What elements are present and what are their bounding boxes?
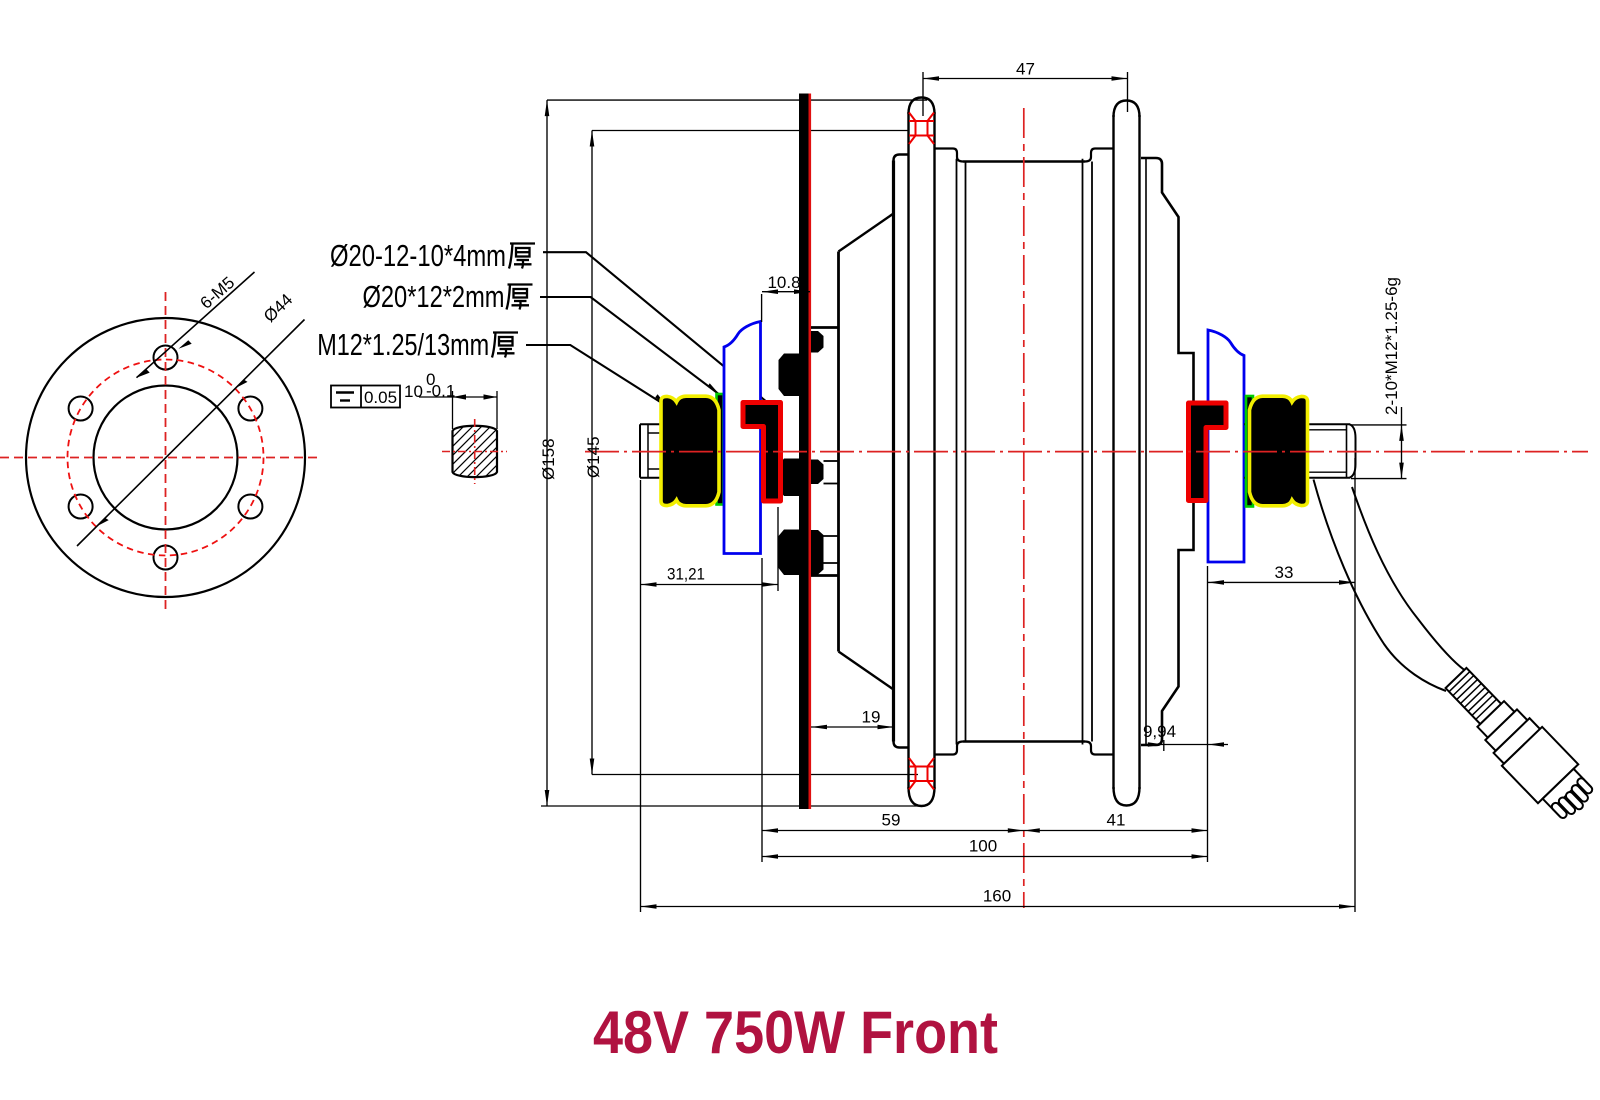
svg-text:33: 33 (1275, 563, 1294, 582)
svg-text:10.8: 10.8 (767, 273, 800, 292)
svg-text:41: 41 (1107, 811, 1126, 830)
svg-text:10: 10 (404, 382, 423, 401)
svg-text:59: 59 (882, 811, 901, 830)
svg-text:19: 19 (862, 708, 881, 727)
svg-text:9,94: 9,94 (1143, 722, 1176, 741)
svg-text:47: 47 (1016, 60, 1035, 79)
svg-text:2-10*M12*1.25-6g: 2-10*M12*1.25-6g (1382, 277, 1401, 415)
svg-text:100: 100 (969, 837, 997, 856)
svg-text:0.05: 0.05 (364, 388, 397, 407)
svg-text:Ø20-12-10*4mm: Ø20-12-10*4mm (330, 238, 506, 273)
svg-text:-0.1: -0.1 (426, 382, 455, 401)
svg-text:48V 750W Front: 48V 750W Front (593, 999, 998, 1066)
svg-text:M12*1.25/13mm: M12*1.25/13mm (317, 327, 489, 362)
svg-text:Ø20*12*2mm: Ø20*12*2mm (363, 279, 505, 314)
svg-text:31,21: 31,21 (667, 565, 705, 584)
svg-text:Ø158: Ø158 (539, 438, 558, 480)
svg-text:160: 160 (983, 887, 1011, 906)
svg-text:Ø145: Ø145 (584, 436, 603, 478)
svg-text:0: 0 (426, 370, 435, 389)
